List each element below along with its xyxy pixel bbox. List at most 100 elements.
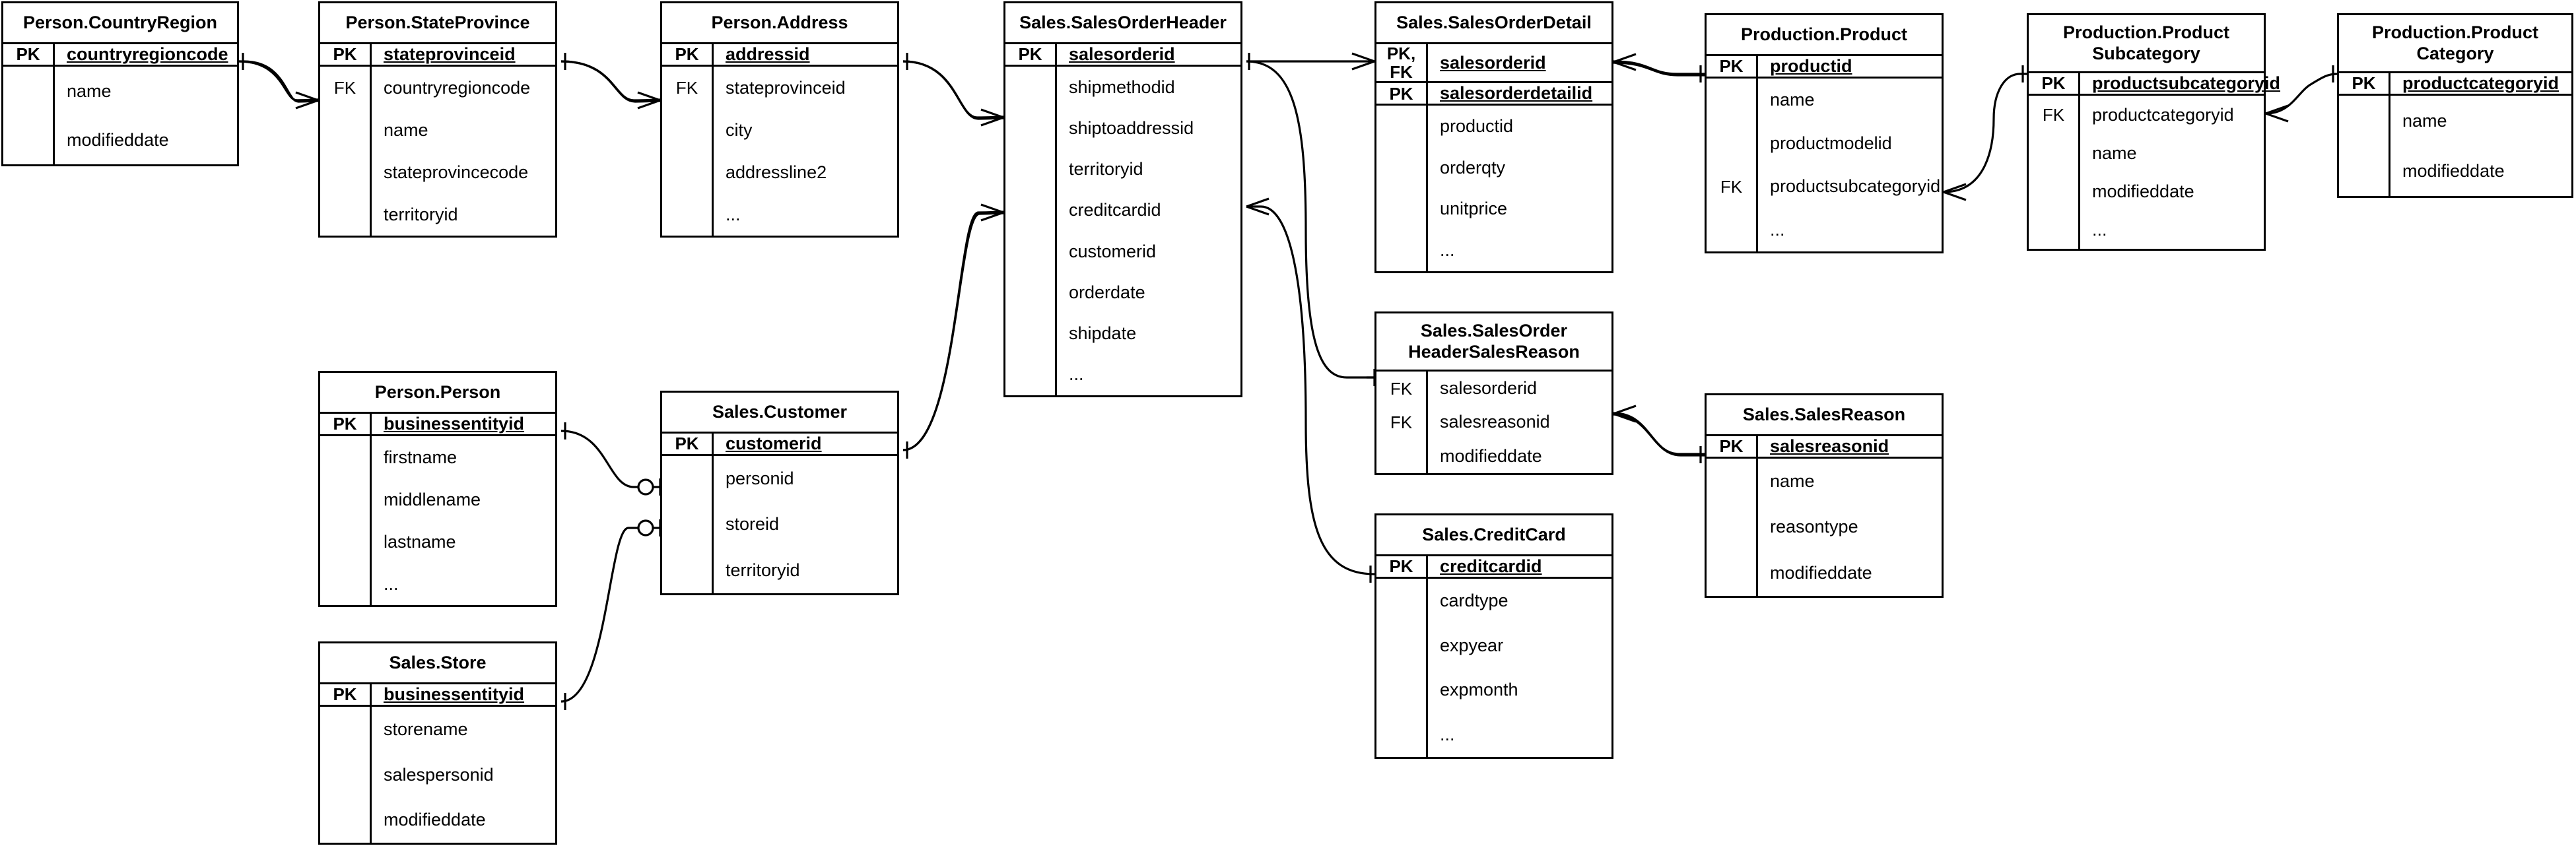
- attribute-name: salesreasonid: [1770, 436, 1889, 456]
- attribute-row[interactable]: modifieddate: [2339, 146, 2571, 196]
- attribute-row[interactable]: orderqty: [1376, 146, 1611, 189]
- attribute-row[interactable]: territoryid: [662, 547, 897, 593]
- attribute-name: salesorderid: [1440, 378, 1538, 399]
- attribute-row[interactable]: customerid: [1005, 231, 1240, 273]
- attribute-row[interactable]: ...: [1376, 712, 1611, 757]
- rel-product-productsubcategory: [1943, 65, 2027, 201]
- attribute-row[interactable]: expmonth: [1376, 668, 1611, 713]
- attribute-key-badge: [2029, 134, 2080, 172]
- attribute-row[interactable]: salespersonid: [320, 752, 555, 798]
- attribute-row[interactable]: name: [2339, 96, 2571, 146]
- attribute-row[interactable]: territoryid: [1005, 148, 1240, 190]
- attribute-key-badge: FK: [2029, 96, 2080, 134]
- attribute-row[interactable]: shipdate: [1005, 313, 1240, 354]
- attribute-name: salesreasonid: [1440, 412, 1550, 432]
- attribute-row[interactable]: expyear: [1376, 623, 1611, 668]
- attribute-row[interactable]: name: [320, 109, 555, 151]
- attribute-row[interactable]: name: [1707, 459, 1942, 505]
- attribute-row[interactable]: shiptoaddressid: [1005, 108, 1240, 149]
- entity-title: Person.Person: [320, 373, 555, 414]
- attribute-row[interactable]: ...: [320, 563, 555, 605]
- attribute-key-badge: PK: [1376, 83, 1428, 104]
- attribute-row[interactable]: stateprovincecode: [320, 151, 555, 193]
- attribute-row[interactable]: ...: [662, 193, 897, 236]
- attribute-row[interactable]: addressline2: [662, 151, 897, 193]
- attribute-row[interactable]: shipmethodid: [1005, 67, 1240, 108]
- attribute-row[interactable]: modifieddate: [1376, 439, 1611, 473]
- attribute-row[interactable]: storeid: [662, 502, 897, 548]
- attribute-row[interactable]: modifieddate: [2029, 172, 2264, 211]
- attribute-row[interactable]: modifieddate: [1707, 550, 1942, 596]
- attribute-row[interactable]: orderdate: [1005, 272, 1240, 313]
- attribute-row[interactable]: personid: [662, 456, 897, 502]
- attribute-row[interactable]: cardtype: [1376, 579, 1611, 624]
- attribute-key-badge: [320, 151, 372, 193]
- attribute-row[interactable]: name: [3, 67, 237, 115]
- attribute-row[interactable]: territoryid: [320, 193, 555, 236]
- attribute-row[interactable]: lastname: [320, 521, 555, 563]
- attribute-name: name: [67, 81, 112, 101]
- attribute-row[interactable]: modifieddate: [3, 115, 237, 164]
- attribute-row[interactable]: ...: [2029, 211, 2264, 249]
- attribute-row[interactable]: name: [1707, 79, 1942, 122]
- attribute-row[interactable]: ...: [1005, 354, 1240, 395]
- attribute-row[interactable]: city: [662, 109, 897, 151]
- attribute-row[interactable]: unitprice: [1376, 188, 1611, 230]
- attribute-row[interactable]: creditcardid: [1005, 189, 1240, 231]
- attribute-row[interactable]: productid: [1376, 106, 1611, 147]
- attribute-row[interactable]: ...: [1376, 230, 1611, 272]
- attribute-key-badge: [320, 563, 372, 605]
- attribute-row[interactable]: storename: [320, 707, 555, 752]
- attribute-row[interactable]: ...: [1707, 208, 1942, 251]
- attribute-name: customerid: [726, 434, 822, 453]
- attribute-row[interactable]: modifieddate: [320, 797, 555, 843]
- attribute-row[interactable]: reasontype: [1707, 504, 1942, 550]
- attribute-row[interactable]: productmodelid: [1707, 121, 1942, 165]
- attribute-row[interactable]: firstname: [320, 436, 555, 478]
- attribute-name: addressid: [726, 44, 810, 64]
- attribute-row[interactable]: middlename: [320, 478, 555, 521]
- attribute-name: modifieddate: [1770, 562, 1872, 583]
- attribute-row[interactable]: name: [2029, 134, 2264, 172]
- attribute-name: unitprice: [1440, 199, 1508, 219]
